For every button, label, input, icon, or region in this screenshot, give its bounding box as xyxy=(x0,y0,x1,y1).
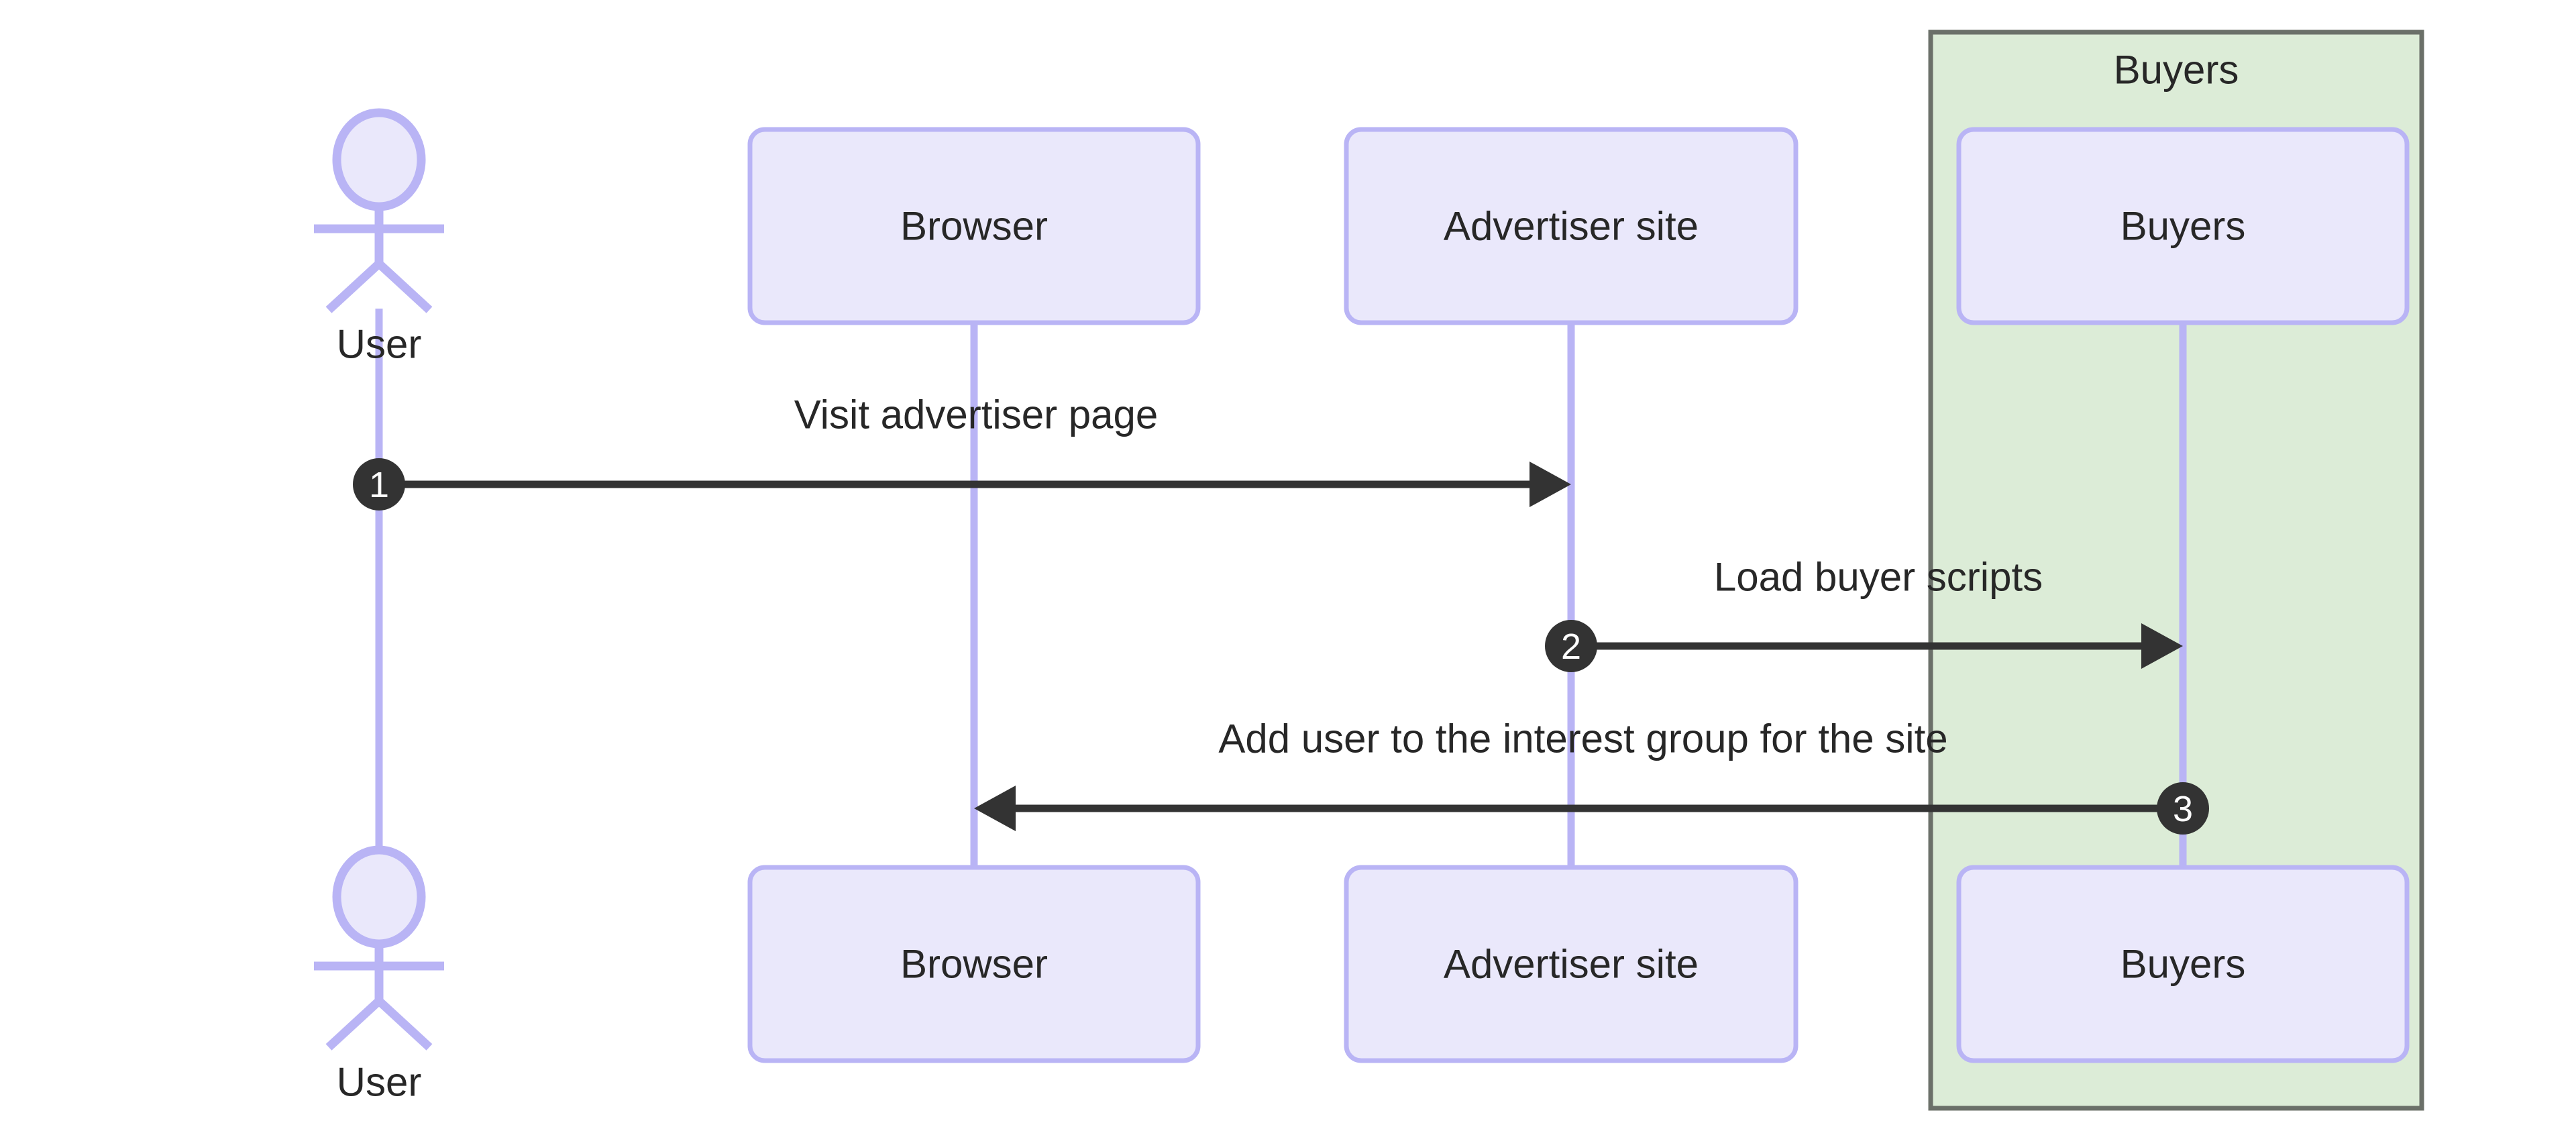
participant-browser-bottom-rect xyxy=(747,865,1201,1063)
participant-browser-bottom[interactable]: Browser xyxy=(747,865,1201,1063)
participant-buyers-bottom-rect xyxy=(1956,865,2410,1063)
message-1-sequence-marker xyxy=(353,458,405,511)
participant-advertiser-site-top[interactable]: Advertiser site xyxy=(1344,127,1799,325)
message-2-sequence-marker xyxy=(1545,620,1597,672)
participant-buyers-top-label: Buyers xyxy=(2121,204,2246,249)
message-2[interactable]: Load buyer scripts 2 xyxy=(1545,555,2183,673)
message-1-arrowhead xyxy=(1529,462,1571,507)
participant-buyers-top[interactable]: Buyers xyxy=(1956,127,2410,325)
participant-advertiser-site-bottom[interactable]: Advertiser site xyxy=(1344,865,1799,1063)
actor-legs-icon xyxy=(325,998,433,1051)
message-2-sequence-number: 2 xyxy=(1561,627,1581,667)
participant-advertiser-site-bottom-rect xyxy=(1344,865,1799,1063)
participant-browser-top-rect xyxy=(747,127,1201,325)
message-3[interactable]: Add user to the interest group for the s… xyxy=(974,716,2209,835)
actor-user-bottom-label: User xyxy=(337,1060,422,1105)
message-2-label: Load buyer scripts xyxy=(1714,555,2043,600)
actor-user-top[interactable]: User xyxy=(314,108,444,367)
message-1[interactable]: Visit advertiser page 1 xyxy=(353,392,1571,511)
message-1-label: Visit advertiser page xyxy=(794,392,1159,437)
participant-advertiser-site-top-rect xyxy=(1344,127,1799,325)
participant-browser-bottom-label: Browser xyxy=(900,942,1048,987)
actor-legs-icon xyxy=(325,260,433,313)
message-3-label: Add user to the interest group for the s… xyxy=(1218,716,1947,761)
actor-head-icon xyxy=(332,108,426,211)
participant-browser-top-label: Browser xyxy=(900,204,1048,249)
message-3-sequence-marker xyxy=(2157,782,2209,835)
actor-user-bottom[interactable]: User xyxy=(314,845,444,1105)
message-2-arrowhead xyxy=(2141,623,2183,669)
group-buyers-label: Buyers xyxy=(2114,48,2239,93)
actor-head-icon xyxy=(332,845,426,949)
participant-buyers-bottom-label: Buyers xyxy=(2121,942,2246,987)
participant-advertiser-site-top-label: Advertiser site xyxy=(1444,204,1699,249)
participant-buyers-bottom[interactable]: Buyers xyxy=(1956,865,2410,1063)
message-3-arrowhead xyxy=(974,786,1016,831)
message-1-sequence-number: 1 xyxy=(369,465,389,505)
participant-buyers-top-rect xyxy=(1956,127,2410,325)
participant-browser-top[interactable]: Browser xyxy=(747,127,1201,325)
message-3-sequence-number: 3 xyxy=(2173,789,2193,829)
actor-user-top-label: User xyxy=(337,322,422,367)
participant-advertiser-site-bottom-label: Advertiser site xyxy=(1444,942,1699,987)
